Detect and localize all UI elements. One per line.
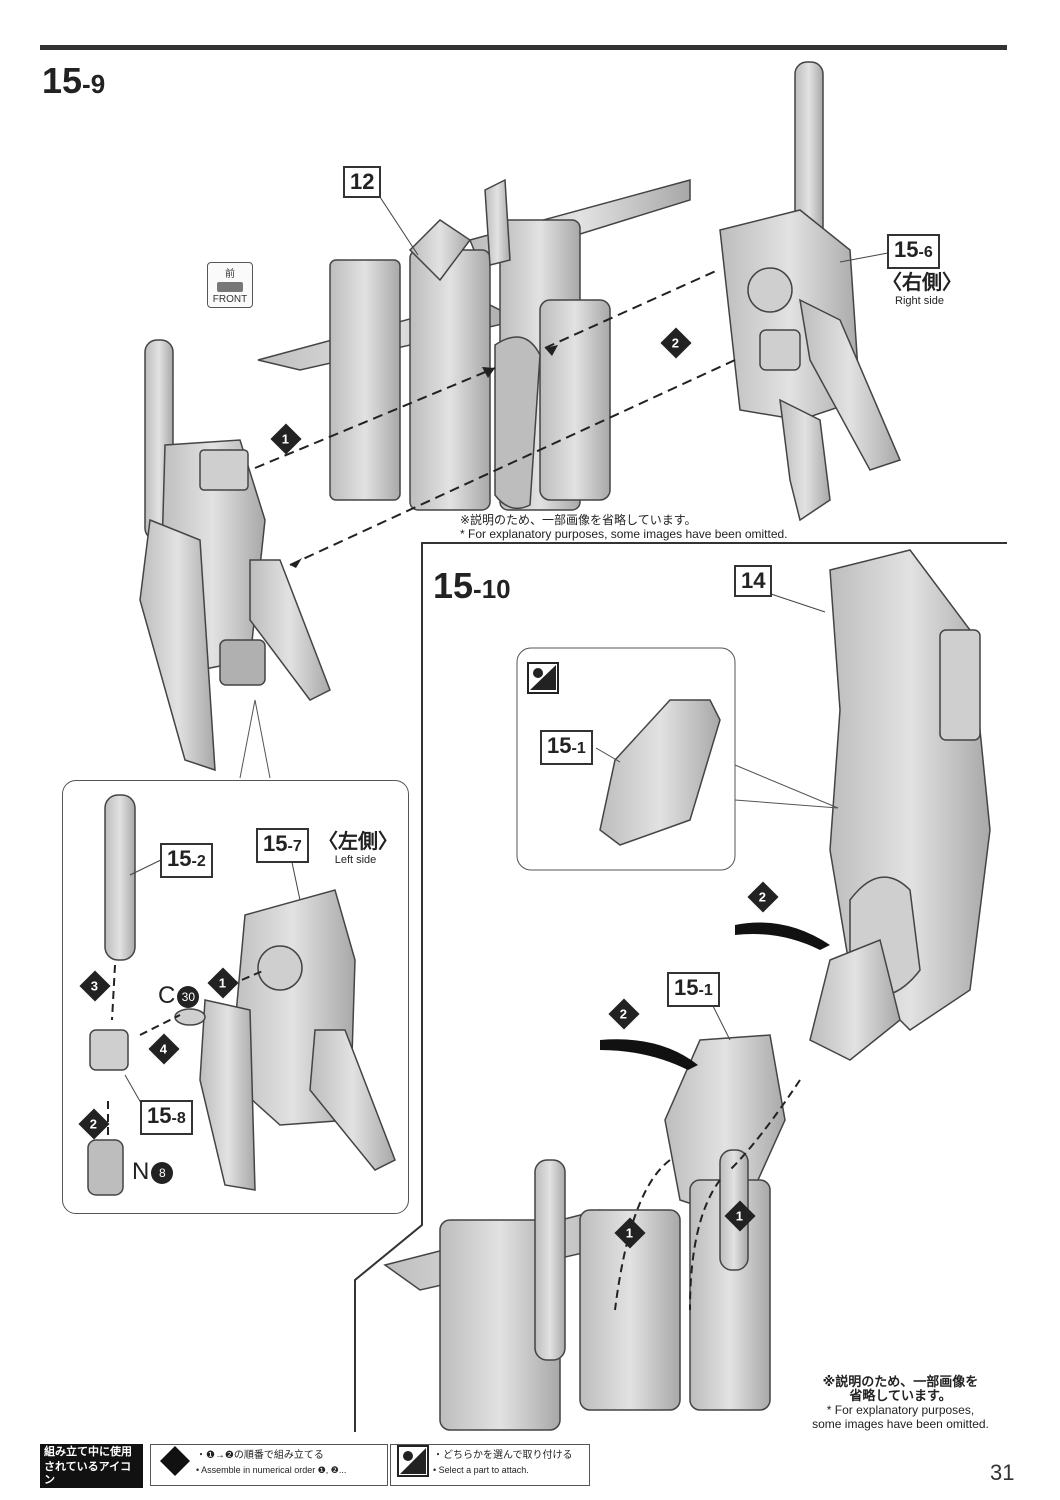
callout-part-12: 12	[343, 166, 382, 198]
step-15-10-frame	[354, 542, 1007, 1432]
callout-part-15-7: 15-7	[256, 828, 309, 863]
footer-order-icon	[160, 1446, 190, 1476]
torso-backpack-illustration	[257, 178, 691, 511]
step-sub: -10	[473, 574, 511, 604]
footer-select-part: ・どちらかを選んで取り付ける • Select a part to attach…	[390, 1444, 590, 1486]
front-direction-icon: 前 FRONT	[207, 262, 253, 308]
callout-part-15-1-inset: 15-1	[540, 730, 593, 765]
right-side-label: 〈右側〉 Right side	[882, 272, 962, 307]
page-number: 31	[990, 1460, 1015, 1485]
left-binder-illustration	[139, 339, 331, 772]
left-side-label: 〈左側〉 Left side	[318, 831, 398, 866]
callout-part-14: 14	[734, 565, 773, 597]
omission-note: ※説明のため、一部画像を省略しています。 * For explanatory p…	[460, 513, 788, 541]
detail-left-illustration	[87, 794, 396, 1196]
top-rule	[40, 45, 1007, 50]
step-number: 15	[42, 60, 83, 101]
omission-note-15-10: ※説明のため、一部画像を 省略しています。 * For explanatory …	[812, 1374, 989, 1432]
callout-part-15-8: 15-8	[140, 1100, 193, 1135]
right-binder-illustration	[719, 61, 902, 522]
step-title-15-9: 15-9	[42, 60, 105, 102]
step-sub: -9	[82, 69, 106, 99]
step-15-10-illustration	[383, 549, 991, 1431]
assembly-guide-lines	[254, 269, 736, 566]
footer-symbols-title: 組み立て中に使用 されているアイコン Symbols used in instr…	[40, 1444, 143, 1496]
callout-part-15-2: 15-2	[160, 843, 213, 878]
step-number: 15	[433, 565, 474, 606]
detail-panel-left	[62, 780, 409, 1214]
callout-part-15-1: 15-1	[667, 972, 720, 1007]
callout-part-15-6: 15-6	[887, 234, 940, 269]
footer-assemble-order: ・❶→❷の順番で組み立てる • Assemble in numerical or…	[150, 1444, 388, 1486]
step-title-15-10: 15-10	[433, 565, 511, 607]
